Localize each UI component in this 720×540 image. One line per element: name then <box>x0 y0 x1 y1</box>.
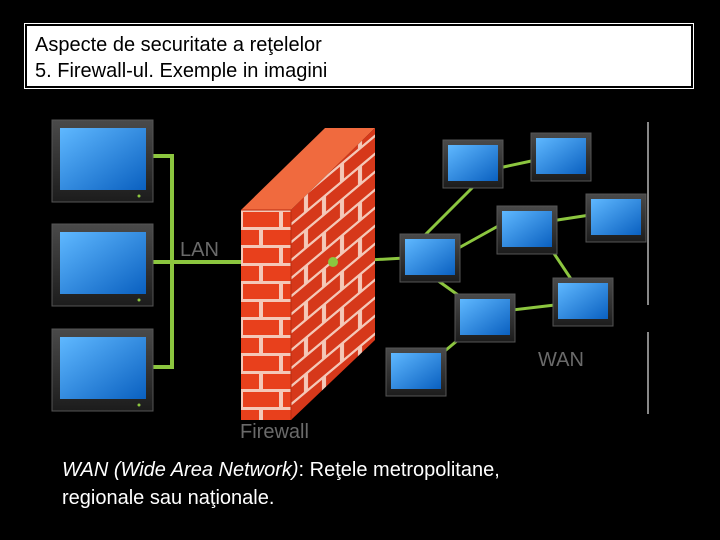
lan-monitor-2 <box>52 224 153 306</box>
wan-monitor-3 <box>497 206 557 254</box>
lan-label: LAN <box>180 239 219 261</box>
wan-monitor-4 <box>586 194 646 242</box>
wan-monitor-8 <box>386 348 446 396</box>
caption-term: WAN (Wide Area Network) <box>62 459 299 481</box>
firewall-link-node <box>328 257 338 267</box>
wan-monitor-1 <box>443 140 503 188</box>
firewall-label: Firewall <box>240 421 309 443</box>
wan-monitor-7 <box>455 294 515 342</box>
lan-monitor-1 <box>52 120 153 202</box>
wan-monitor-6 <box>553 278 613 326</box>
wan-monitor-5 <box>400 234 460 282</box>
caption-definition-line-1: : Reţele metropolitane, <box>299 459 500 481</box>
wan-label: WAN <box>538 349 584 371</box>
caption: WAN (Wide Area Network): Reţele metropol… <box>62 456 702 512</box>
wan-monitor-2 <box>531 133 591 181</box>
lan-monitor-3 <box>52 329 153 411</box>
firewall-wall <box>241 128 375 420</box>
caption-definition-line-2: regionale sau naţionale. <box>62 484 702 512</box>
